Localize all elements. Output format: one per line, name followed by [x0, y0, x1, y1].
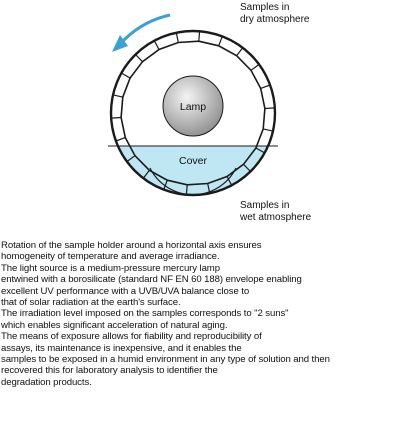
description-line: The irradiation level imposed on the sam… — [1, 308, 289, 320]
description-line: recovered this for laboratory analysis t… — [1, 365, 218, 377]
sample-segment-divider — [243, 163, 251, 172]
cover-arc — [149, 167, 237, 196]
sample-segment-divider — [226, 176, 233, 186]
lamp-label: Lamp — [180, 101, 206, 113]
sample-segment-divider — [263, 128, 274, 132]
description-text: Rotation of the sample holder around a h… — [1, 240, 403, 388]
lamp — [162, 75, 224, 137]
sample-segment-divider — [250, 63, 260, 71]
description-line: degradation products. — [1, 376, 92, 388]
sample-segment-divider — [142, 169, 150, 179]
reactor-diagram: Lamp Cover Samples in dry atmosphere Sam… — [108, 2, 312, 223]
sample-segment-divider — [218, 36, 223, 47]
description-line: assays, its maintenance is inexpensive, … — [1, 342, 242, 354]
sample-segment-divider — [121, 72, 131, 79]
sample-segment-divider — [175, 32, 179, 43]
sample-segment-divider — [236, 47, 244, 57]
description-line: excellent UV performance with a UVB/UVA … — [1, 285, 250, 297]
sample-segment-divider — [264, 107, 275, 110]
description-line: which enables significant acceleration o… — [1, 319, 228, 331]
sample-segments — [111, 31, 275, 195]
description-line: Rotation of the sample holder around a h… — [1, 240, 262, 251]
description-line: homogeneity of temperature and average i… — [1, 251, 220, 263]
dry-atmosphere-label-line2: dry atmosphere — [240, 14, 310, 25]
description-line: The means of exposure allows for fiabili… — [1, 331, 262, 343]
sample-segment-divider — [198, 31, 201, 42]
sample-segment-divider — [153, 40, 160, 50]
sample-segment-divider — [112, 94, 123, 98]
wet-atmosphere-label-line1: Samples in — [240, 200, 289, 211]
rotation-arrow-icon — [112, 13, 171, 52]
sample-segment-divider — [111, 116, 122, 119]
sample-segment-divider — [115, 137, 126, 142]
wet-atmosphere-label-line2: wet atmosphere — [239, 212, 312, 223]
description-line: that of solar radiation at the earth's s… — [1, 297, 181, 309]
description-line: samples to be exposed in a humid environ… — [1, 354, 330, 366]
dry-atmosphere-label-line1: Samples in — [240, 2, 289, 13]
sample-segment-divider — [185, 184, 188, 195]
cover-label: Cover — [179, 155, 208, 167]
sample-segment-divider — [163, 179, 168, 190]
description-line: entwined with a borosilicate (standard N… — [1, 274, 302, 286]
sample-segment-divider — [255, 147, 265, 154]
sample-segment-divider — [260, 84, 271, 89]
sample-segment-divider — [135, 54, 143, 63]
description-line: The light source is a medium-pressure me… — [1, 262, 220, 274]
sample-segment-divider — [126, 155, 136, 163]
